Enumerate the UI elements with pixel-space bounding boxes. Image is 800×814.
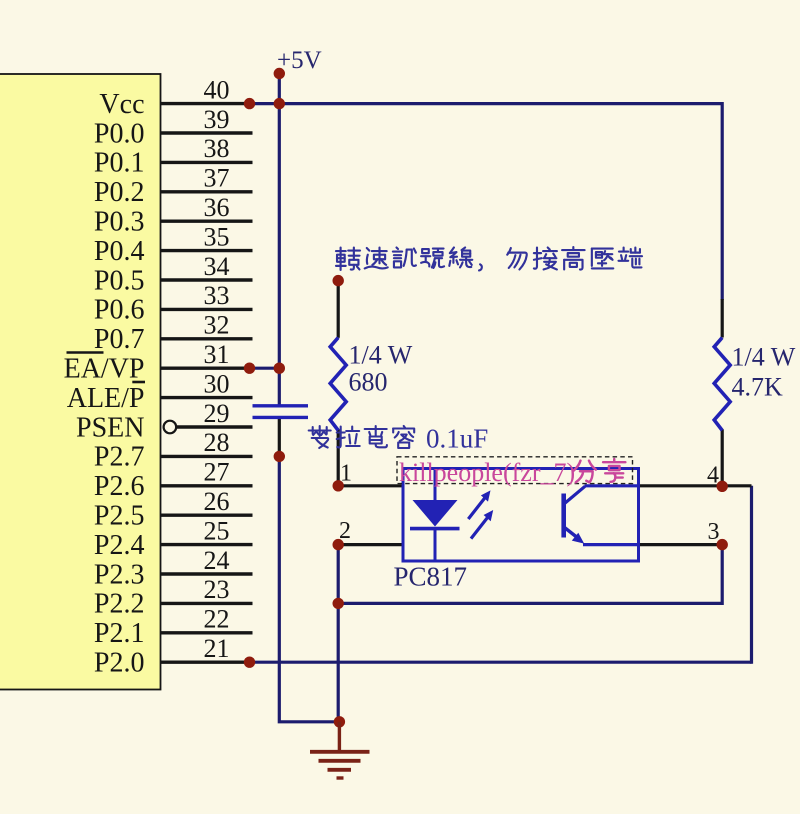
- svg-text:1/4 W: 1/4 W: [349, 341, 413, 370]
- svg-text:P0.0: P0.0: [94, 118, 145, 149]
- svg-text:Vcc: Vcc: [99, 89, 144, 120]
- svg-text:33: 33: [204, 281, 230, 310]
- svg-text:30: 30: [204, 369, 230, 398]
- svg-text:4.7K: 4.7K: [732, 373, 784, 402]
- svg-text:P2.2: P2.2: [94, 589, 145, 620]
- svg-text:P0.4: P0.4: [94, 236, 145, 267]
- svg-text:PSEN: PSEN: [76, 412, 144, 443]
- svg-text:32: 32: [204, 311, 230, 340]
- svg-text:P2.7: P2.7: [94, 442, 145, 473]
- svg-text:39: 39: [204, 105, 230, 134]
- svg-text:40: 40: [204, 75, 230, 104]
- svg-text:PC817: PC817: [394, 562, 468, 592]
- svg-text:P0.2: P0.2: [94, 177, 145, 208]
- svg-text:36: 36: [204, 193, 230, 222]
- svg-text:29: 29: [204, 399, 230, 428]
- svg-text:P2.1: P2.1: [94, 618, 145, 649]
- svg-text:P0.5: P0.5: [94, 265, 145, 296]
- svg-text:P2.6: P2.6: [94, 471, 145, 502]
- svg-text:37: 37: [204, 164, 230, 193]
- svg-text:27: 27: [204, 458, 230, 487]
- svg-text:31: 31: [204, 340, 230, 369]
- svg-text:P0.3: P0.3: [94, 207, 145, 238]
- svg-text:P2.3: P2.3: [94, 559, 145, 590]
- svg-text:2: 2: [339, 518, 351, 544]
- svg-text:EA/VP: EA/VP: [64, 354, 145, 385]
- svg-text:killpeople(fzr_7): killpeople(fzr_7): [399, 458, 575, 487]
- svg-text:34: 34: [204, 252, 230, 281]
- svg-text:680: 680: [349, 368, 388, 397]
- svg-text:P0.7: P0.7: [94, 324, 145, 355]
- svg-text:28: 28: [204, 428, 230, 457]
- svg-text:+5V: +5V: [277, 47, 322, 74]
- svg-text:3: 3: [708, 519, 720, 545]
- svg-text:P2.4: P2.4: [94, 530, 145, 561]
- svg-text:P0.1: P0.1: [94, 148, 145, 179]
- svg-text:23: 23: [204, 575, 230, 604]
- svg-text:0.1uF: 0.1uF: [426, 424, 488, 454]
- svg-text:P2.0: P2.0: [94, 648, 145, 679]
- svg-text:24: 24: [204, 546, 230, 575]
- svg-text:35: 35: [204, 222, 230, 251]
- svg-text:ALE/P: ALE/P: [67, 383, 145, 414]
- svg-text:P0.6: P0.6: [94, 295, 145, 326]
- svg-text:26: 26: [204, 487, 230, 516]
- svg-text:22: 22: [204, 605, 230, 634]
- svg-text:1: 1: [340, 461, 352, 487]
- svg-text:4: 4: [707, 463, 719, 489]
- svg-text:P2.5: P2.5: [94, 501, 145, 532]
- svg-text:1/4 W: 1/4 W: [732, 343, 796, 372]
- svg-text:38: 38: [204, 134, 230, 163]
- svg-text:21: 21: [204, 634, 230, 663]
- svg-text:25: 25: [204, 516, 230, 545]
